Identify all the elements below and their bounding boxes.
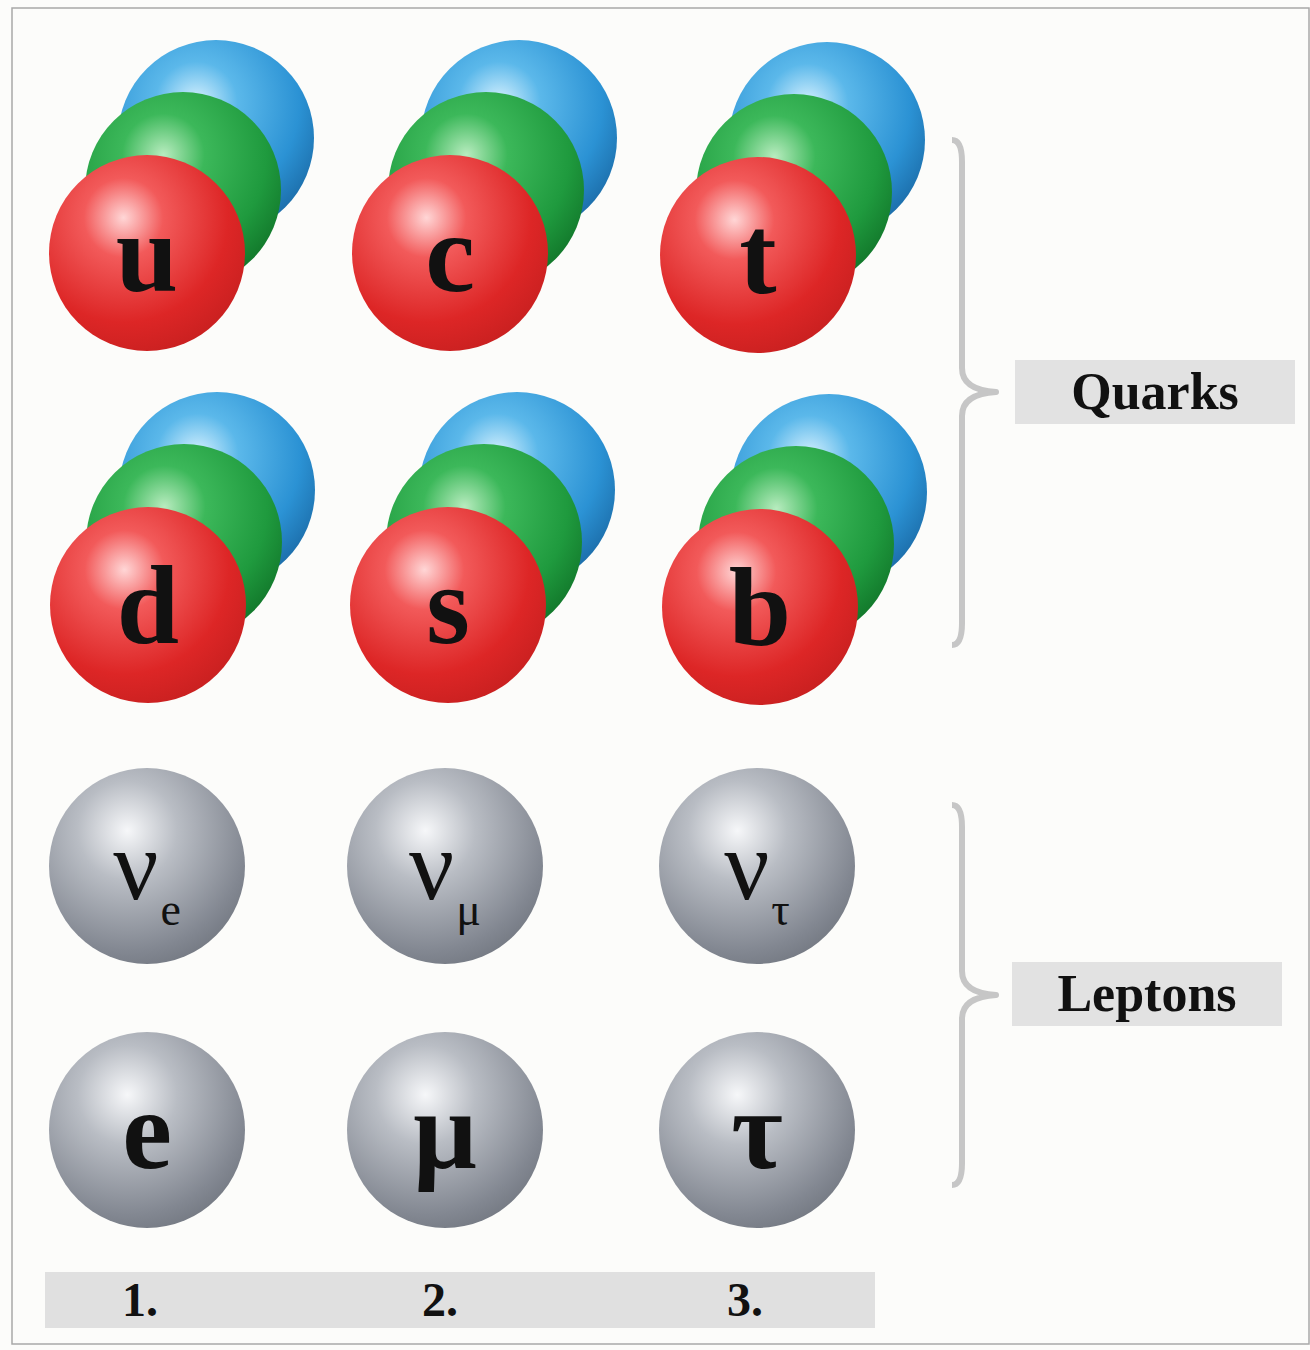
flavour-subscript: μ (456, 887, 481, 933)
generation-bar: 1. 2. 3. (45, 1272, 875, 1328)
lepton-sphere: νe (49, 768, 245, 964)
category-name: Quarks (1071, 366, 1239, 418)
lepton-sphere: τ (659, 1032, 855, 1228)
particle-symbol: d (117, 549, 179, 661)
quark-sphere: c (352, 155, 548, 351)
quark-sphere: t (660, 157, 856, 353)
quark-sphere: b (662, 509, 858, 705)
generation-number: 3. (727, 1276, 763, 1324)
flavour-subscript: e (160, 887, 180, 933)
lepton-sphere: ντ (659, 768, 855, 964)
particle-symbol: ν (113, 816, 158, 916)
particle-symbol: ν (409, 816, 454, 916)
lepton-sphere: νμ (347, 768, 543, 964)
generation-number: 1. (122, 1276, 158, 1324)
quark-sphere: u (49, 155, 245, 351)
quark-sphere: d (50, 507, 246, 703)
category-label: Leptons (1012, 962, 1282, 1026)
particle-symbol: τ (731, 1074, 783, 1186)
frame (12, 8, 1309, 1344)
particle-symbol: u (116, 197, 178, 309)
quark-bracket (952, 140, 996, 645)
particle-symbol: t (739, 199, 776, 311)
category-name: Leptons (1057, 968, 1236, 1020)
particle-symbol: s (426, 549, 470, 661)
particle-symbol: b (729, 551, 791, 663)
category-label: Quarks (1015, 360, 1295, 424)
particle-symbol: e (122, 1074, 172, 1186)
particle-symbol: μ (413, 1074, 477, 1186)
flavour-subscript: τ (771, 887, 790, 933)
particle-symbol: ν (724, 816, 769, 916)
lepton-bracket (952, 805, 996, 1185)
quark-sphere: s (350, 507, 546, 703)
lepton-sphere: e (49, 1032, 245, 1228)
particle-symbol: c (425, 197, 475, 309)
generation-number: 2. (422, 1276, 458, 1324)
lepton-sphere: μ (347, 1032, 543, 1228)
